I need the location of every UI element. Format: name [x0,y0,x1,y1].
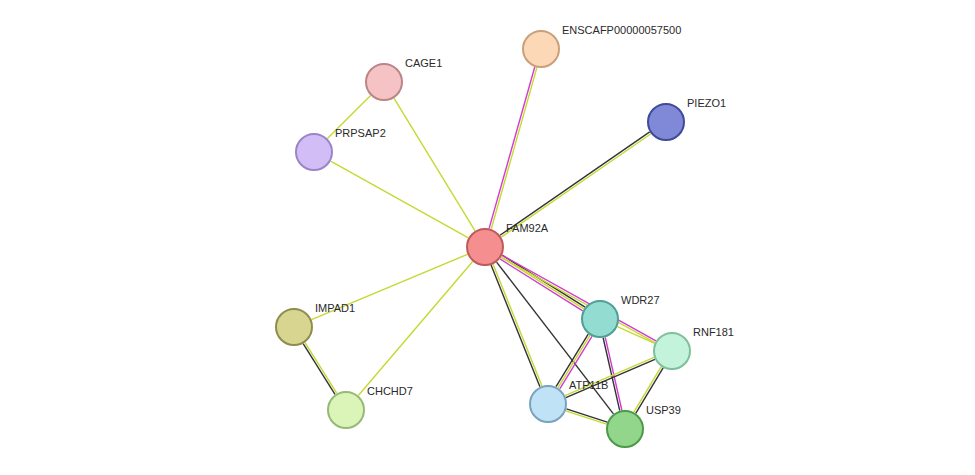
evidence-line [303,344,335,395]
evidence-line [501,134,651,237]
interaction-edge [617,327,654,344]
node-label: IMPAD1 [315,302,355,315]
interaction-edge [566,409,608,424]
node-label: ENSCAFP00000057500 [562,24,681,37]
interaction-edge [358,261,472,395]
evidence-line [566,359,655,397]
node-label: PIEZO1 [687,97,726,110]
evidence-line [358,261,472,395]
evidence-line [312,254,468,319]
evidence-line [305,343,337,394]
protein-node: FAM92A [466,228,504,266]
evidence-line [489,67,535,228]
evidence-line [491,68,537,229]
evidence-line [603,338,620,411]
node-label: RNF181 [693,326,734,339]
node-label: CAGE1 [405,57,442,70]
interaction-edge [303,343,337,395]
evidence-line [331,161,469,238]
interaction-edge [394,98,475,231]
interaction-edge [312,254,468,319]
evidence-line [566,411,607,424]
evidence-line [565,357,654,395]
evidence-line [617,327,654,344]
interaction-edge [491,264,542,387]
node-label: PRPSAP2 [335,127,386,140]
protein-node: CHCHD7 [327,391,365,429]
evidence-line [394,98,475,231]
node-label: WDR27 [621,294,660,307]
evidence-line [566,409,607,422]
interaction-edge [331,161,469,238]
protein-node: RNF181 [653,332,691,370]
protein-node: IMPAD1 [275,308,313,346]
evidence-line [491,265,540,387]
protein-node: PIEZO1 [647,103,685,141]
evidence-line [493,264,542,386]
evidence-line [605,337,622,410]
protein-node: USP39 [606,410,644,448]
node-label: USP39 [646,404,681,417]
interaction-edge [603,337,622,410]
node-label: CHCHD7 [367,385,413,398]
interaction-edge [500,132,651,237]
node-label: ATP11B [569,379,608,392]
evidence-line [500,132,650,235]
protein-node: ATP11B [529,385,567,423]
protein-node: WDR27 [581,300,619,338]
node-label: FAM92A [506,222,548,235]
interaction-edge [565,357,655,397]
interaction-edge [489,67,537,229]
protein-node: CAGE1 [365,63,403,101]
evidence-line [500,259,583,311]
protein-node: PRPSAP2 [295,133,333,171]
evidence-line [556,334,588,387]
protein-node: ENSCAFP00000057500 [522,30,560,68]
